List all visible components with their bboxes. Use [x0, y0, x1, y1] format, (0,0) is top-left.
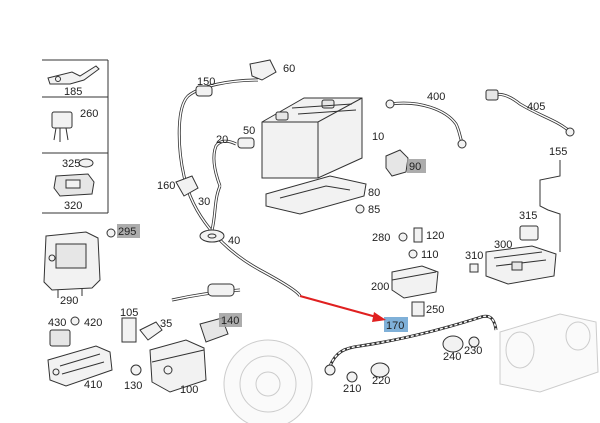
part-105-bracket[interactable] — [121, 317, 137, 343]
part-310-screw[interactable] — [469, 263, 479, 273]
part-40-grommet[interactable] — [199, 229, 225, 243]
part-430-connector[interactable] — [49, 329, 71, 347]
label-130: 130 — [124, 380, 142, 392]
label-420: 420 — [84, 317, 102, 329]
highlight-295 — [117, 224, 140, 238]
part-85-screw[interactable] — [355, 204, 365, 214]
label-140: 140 — [221, 315, 239, 327]
part-150-cable[interactable] — [171, 78, 302, 302]
part-130-screw[interactable] — [130, 364, 142, 376]
part-260-relay[interactable] — [51, 111, 73, 142]
label-170: 170 — [386, 320, 404, 332]
highlight-140 — [219, 313, 242, 327]
label-35: 35 — [160, 318, 172, 330]
part-80-battery-tray[interactable] — [265, 175, 367, 215]
label-295: 295 — [118, 226, 136, 238]
label-30: 30 — [198, 196, 210, 208]
red-arrow-indicator — [299, 294, 386, 322]
label-430: 430 — [48, 317, 66, 329]
label-105: 105 — [120, 307, 138, 319]
part-160-clip[interactable] — [175, 175, 199, 197]
part-400-cable[interactable] — [385, 99, 467, 149]
label-150: 150 — [197, 76, 215, 88]
part-90-relay[interactable] — [385, 149, 409, 177]
label-160: 160 — [157, 180, 175, 192]
label-315: 315 — [519, 210, 537, 222]
part-405-cable[interactable] — [485, 89, 575, 137]
left-panel-frames — [42, 59, 109, 214]
label-110: 110 — [421, 249, 439, 261]
label-230: 230 — [464, 345, 482, 357]
part-110-screw[interactable] — [408, 249, 418, 259]
part-250-screw[interactable] — [411, 301, 425, 317]
label-80: 80 — [368, 187, 380, 199]
part-120-screw[interactable] — [413, 227, 423, 243]
label-185: 185 — [64, 86, 82, 98]
part-170-battery-cable[interactable] — [324, 314, 498, 376]
label-10: 10 — [372, 131, 384, 143]
label-40: 40 — [228, 235, 240, 247]
label-85: 85 — [368, 204, 380, 216]
label-90: 90 — [409, 161, 421, 173]
label-50: 50 — [243, 125, 255, 137]
part-315-fuse[interactable] — [519, 225, 539, 241]
label-250: 250 — [426, 304, 444, 316]
part-240-sleeve[interactable] — [442, 335, 464, 353]
label-100: 100 — [180, 384, 198, 396]
label-320: 320 — [64, 200, 82, 212]
label-290: 290 — [60, 295, 78, 307]
label-325: 325 — [62, 158, 80, 170]
label-260: 260 — [80, 108, 98, 120]
part-325-clip[interactable] — [78, 158, 94, 168]
label-400: 400 — [427, 91, 445, 103]
starter-outline — [499, 313, 599, 393]
label-155: 155 — [549, 146, 567, 158]
part-35-clip[interactable] — [139, 321, 163, 341]
highlight-90 — [407, 159, 426, 173]
part-290-fusebox[interactable] — [43, 231, 101, 298]
part-200-block[interactable] — [391, 265, 439, 299]
label-300: 300 — [494, 239, 512, 251]
part-100-relay-block[interactable] — [149, 339, 207, 393]
label-210: 210 — [343, 383, 361, 395]
part-320-housing[interactable] — [53, 173, 95, 197]
part-10-battery[interactable] — [261, 97, 363, 179]
part-20-hose[interactable] — [212, 139, 237, 187]
label-220: 220 — [372, 375, 390, 387]
highlight-170 — [384, 317, 408, 332]
label-410: 410 — [84, 379, 102, 391]
part-30-hose[interactable] — [210, 185, 222, 231]
part-60-clamp[interactable] — [249, 59, 277, 81]
part-295-screw[interactable] — [106, 228, 116, 238]
alternator-outline — [223, 339, 313, 423]
part-420-nut[interactable] — [70, 316, 80, 326]
part-155-wire[interactable] — [539, 160, 561, 252]
part-220-sleeve[interactable] — [370, 362, 390, 378]
part-300-fuse-block[interactable] — [485, 245, 557, 285]
part-210-nut[interactable] — [346, 371, 358, 383]
label-20: 20 — [216, 134, 228, 146]
part-185-bracket[interactable] — [47, 65, 100, 85]
label-310: 310 — [465, 250, 483, 262]
label-120: 120 — [426, 230, 444, 242]
label-240: 240 — [443, 351, 461, 363]
label-405: 405 — [527, 101, 545, 113]
part-50-fitting[interactable] — [237, 137, 255, 149]
label-60: 60 — [283, 63, 295, 75]
part-280-nut[interactable] — [398, 232, 408, 242]
part-230-nut[interactable] — [468, 336, 480, 348]
label-280: 280 — [372, 232, 390, 244]
label-200: 200 — [371, 281, 389, 293]
part-410-module[interactable] — [47, 345, 113, 387]
